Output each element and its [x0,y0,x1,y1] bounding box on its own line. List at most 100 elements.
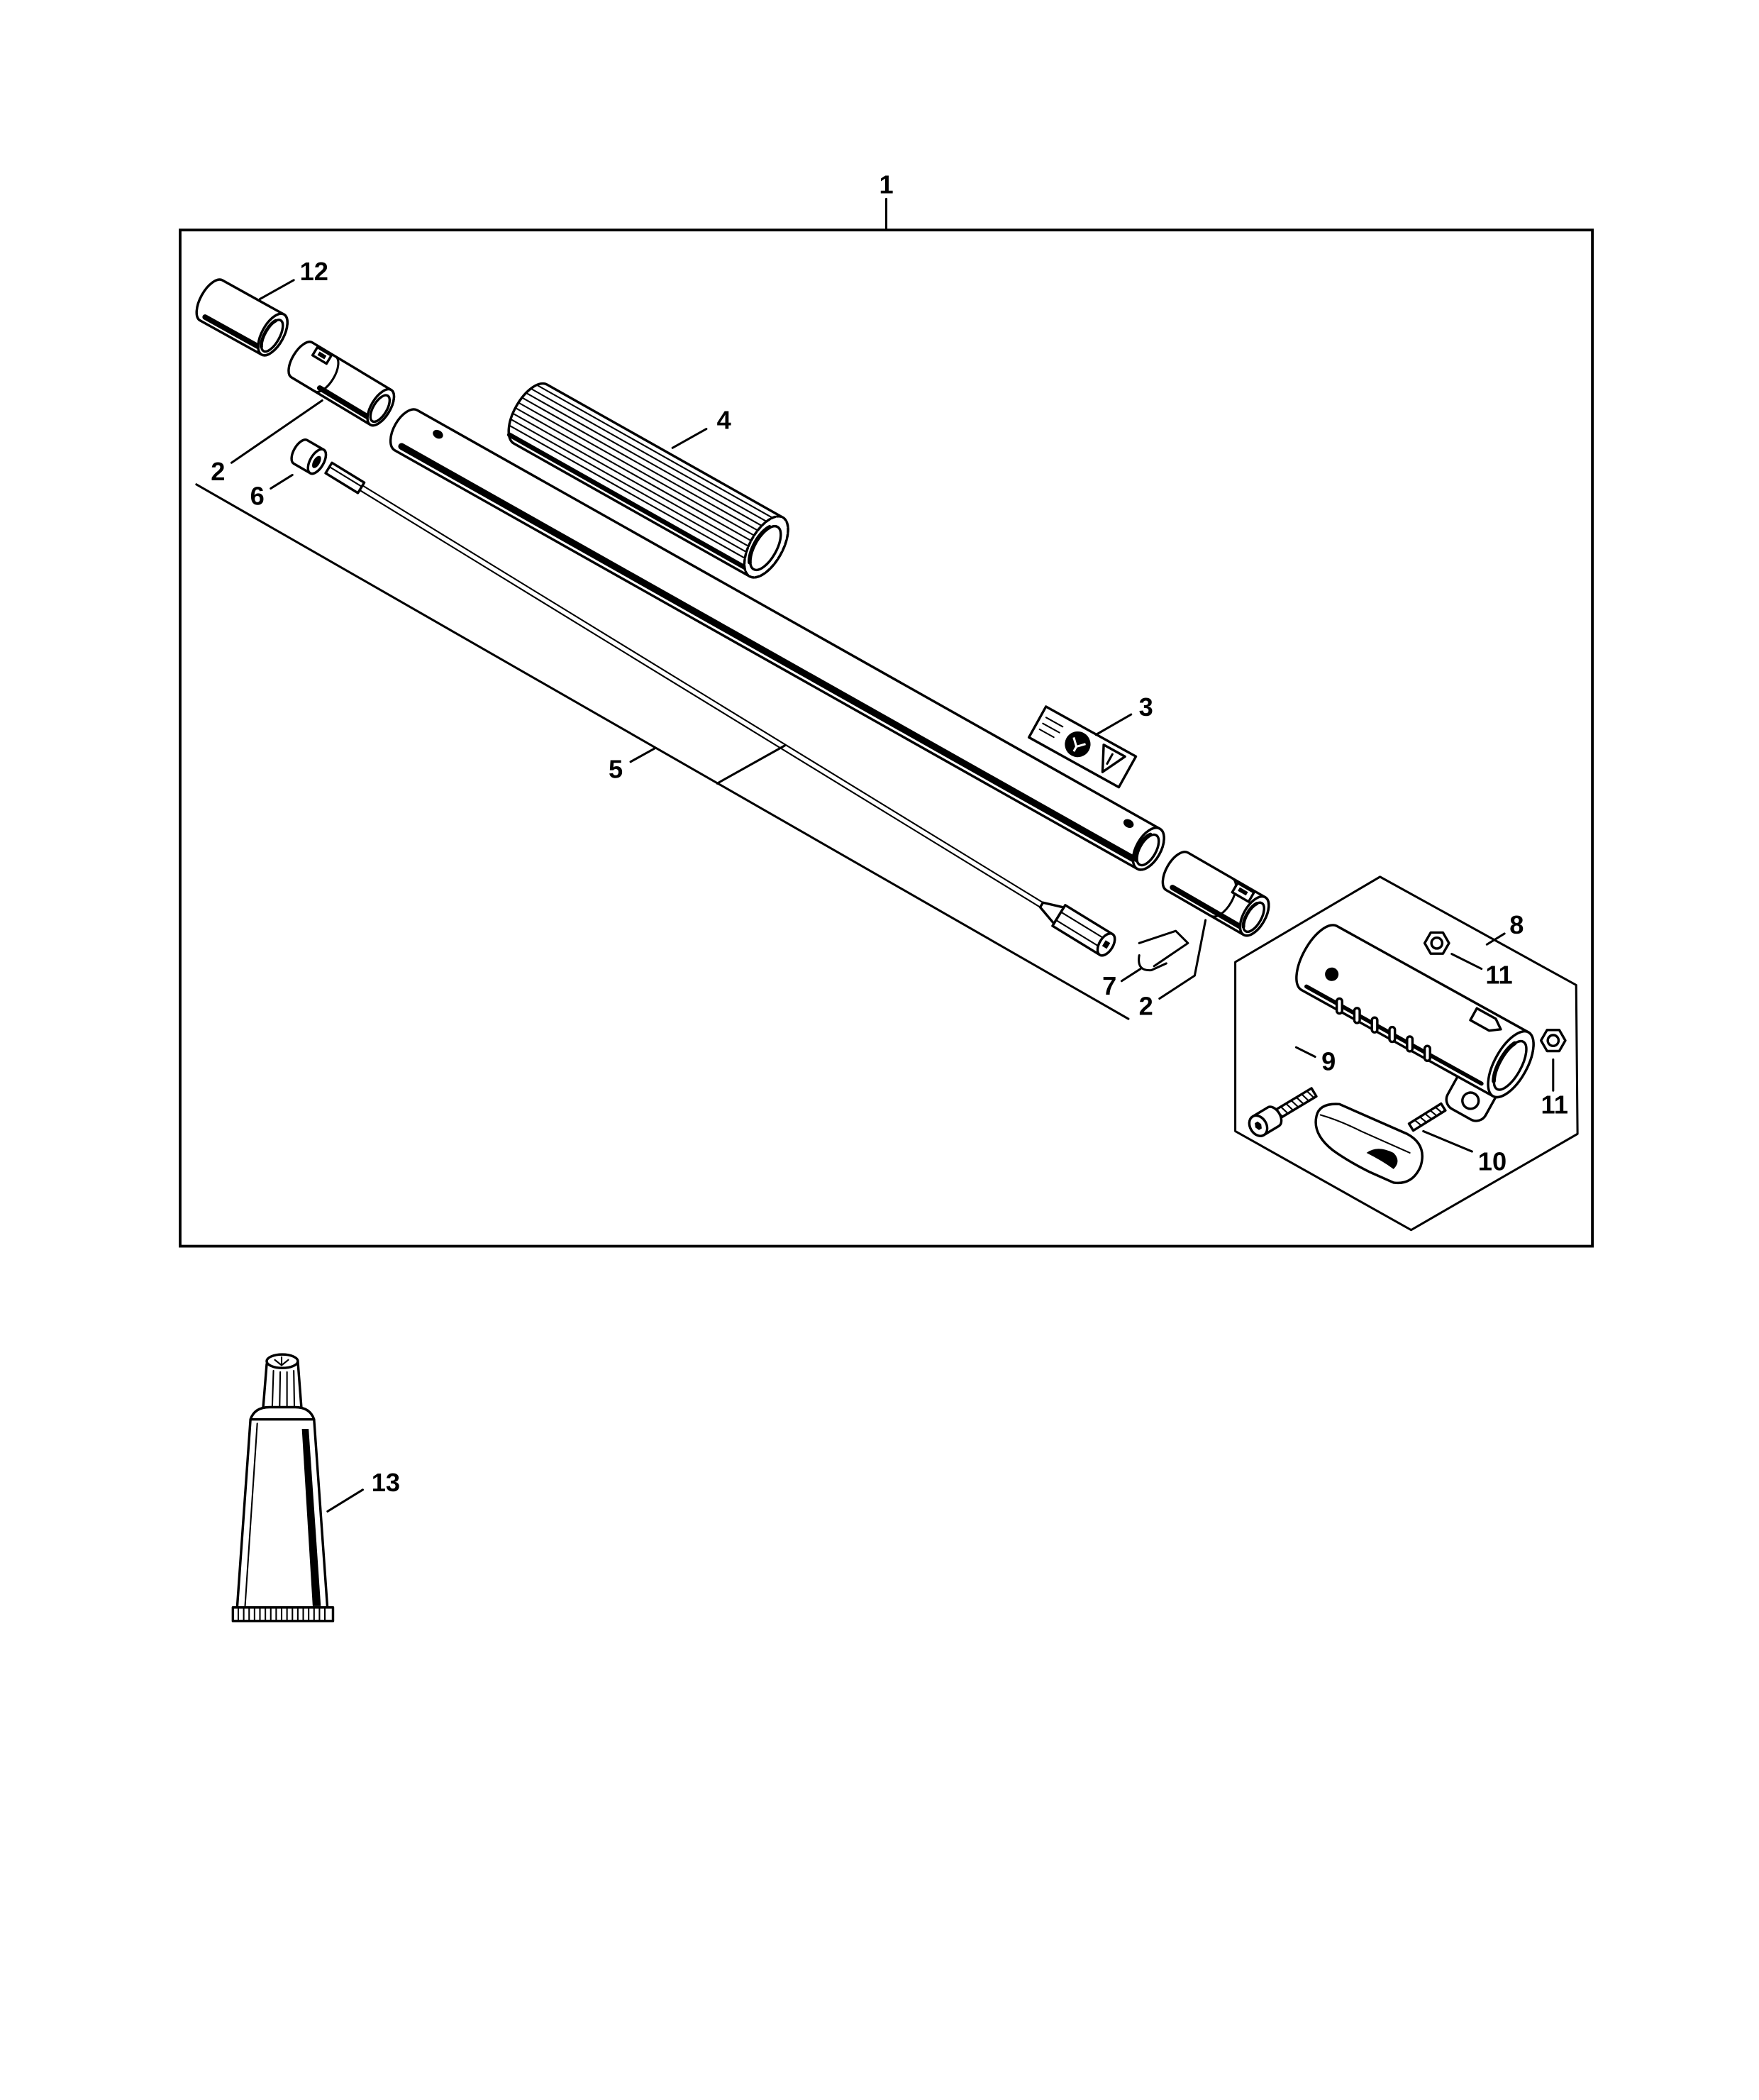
screw-thread [1306,1090,1315,1099]
part-9-screw [1248,1087,1318,1137]
clamp-arrow-mark [1469,1007,1502,1032]
leader-5-shaft [716,744,787,785]
clamp-slot [1388,1025,1397,1044]
callout-labels: 1 12 4 2 6 3 5 8 11 7 2 9 11 10 13 [211,170,1568,1497]
leader-12 [258,279,295,301]
group-baseline [195,483,1130,1020]
clamp-screw-hole [1325,967,1339,981]
tube-body-shadow [301,1429,321,1606]
sleeve-bore-shadow [260,319,278,349]
knob-thread [1429,1110,1438,1117]
coupling-right-bore-shadow [1241,902,1259,929]
screw-thread [1295,1096,1304,1105]
callout-7: 7 [1102,971,1116,1000]
grip-shadow [506,432,755,575]
shaft-fitting-facet [1060,911,1109,942]
tube-cap-opening-mark [274,1356,289,1366]
clamp-slot [1353,1007,1361,1024]
leader-10 [1422,1129,1473,1153]
detail-hexagon-frame [1234,875,1579,1232]
grip-rib [508,424,758,565]
knob-thread [1414,1119,1422,1127]
callout-11-top: 11 [1485,961,1512,990]
callout-2-left: 2 [211,457,225,486]
callout-8: 8 [1509,910,1524,939]
tube-body-edge [244,1422,258,1607]
clamp-slot [1370,1016,1379,1034]
part-13-grease-tube [231,1353,335,1623]
clip-hook [1138,954,1167,972]
sleeve-shadow [202,314,267,353]
callout-6: 6 [250,481,265,510]
screw-hex-socket [1255,1121,1262,1130]
label-symbol-mark [1072,737,1086,752]
part-2-coupling-left [287,341,396,427]
leader-2-left [230,399,323,464]
knob-thread [1424,1112,1433,1120]
callout-11-right: 11 [1541,1090,1568,1120]
nut-bore [1546,1034,1560,1047]
clamp-slot [1335,997,1343,1015]
coupling-right-slot-hole [1238,887,1248,896]
callout-4: 4 [717,406,731,435]
main-tube-hole-left [433,429,443,439]
knob-shank [1407,1102,1447,1132]
clamp-lug-hole [1461,1091,1480,1110]
part-6-bushing [290,438,328,475]
screw-thread [1280,1105,1289,1115]
leader-lines [195,279,1207,1513]
part-3-warning-label [1027,705,1138,789]
tube-shoulder [249,1405,316,1421]
tube-crimp [231,1606,335,1623]
callout-1: 1 [879,170,893,199]
clamp-vent-slots [1335,997,1431,1062]
grip-rib [517,402,770,544]
screw-thread [1285,1102,1294,1112]
grip-bore-shadow [748,525,772,565]
leader-7 [1120,968,1142,983]
main-tube-bore-shadow [1133,832,1153,862]
clamp-slot [1406,1035,1414,1053]
nut-bore [1430,936,1444,950]
part-11-hex-nut-right [1539,1029,1567,1053]
screw-thread [1301,1093,1310,1102]
grip-rib [530,387,778,529]
part-2-coupling-right [1161,851,1270,937]
leader-3 [1094,713,1133,736]
callout-13: 13 [372,1468,400,1497]
coupling-left-slot-hole [317,351,327,360]
part-4-grip-hose [506,382,789,579]
grip-rib [521,397,772,539]
coupling-left-ring [313,355,340,393]
callout-9: 9 [1321,1047,1336,1076]
callout-12: 12 [300,257,328,286]
knob-top-edge [1319,1114,1411,1154]
tube-crimp-ticks [237,1608,326,1620]
coupling-right-ring [1209,877,1238,918]
knob-hub-shadow [1366,1149,1398,1169]
tube-cap-rib [279,1371,282,1413]
label-fine-print [1042,722,1060,734]
leader-5 [629,747,656,763]
grip-rib [536,384,781,524]
callout-10: 10 [1478,1147,1506,1176]
clamp-slot [1423,1044,1431,1062]
clip-bend [1138,929,1189,968]
coupling-left-bore [369,394,392,424]
tube-cap-rib [271,1369,274,1413]
coupling-right-shadow [1170,885,1249,933]
part-1-main-tube [389,408,1165,871]
grip-rib [509,418,760,560]
part-5-drive-shaft [324,461,1116,957]
grip-rib [511,412,763,555]
shaft-square-end-facet [328,465,363,487]
label-fine-print [1038,728,1055,739]
shaft-rod-edge [362,485,1044,904]
leader-13 [326,1488,364,1513]
part-7-retaining-clip [1138,929,1189,972]
shaft-square-socket [1102,940,1111,949]
coupling-left-shadow [316,385,376,423]
label-symbol-icon [1065,731,1091,758]
bushing-bore [312,455,321,468]
clamp-bore-shadow [1492,1041,1517,1083]
